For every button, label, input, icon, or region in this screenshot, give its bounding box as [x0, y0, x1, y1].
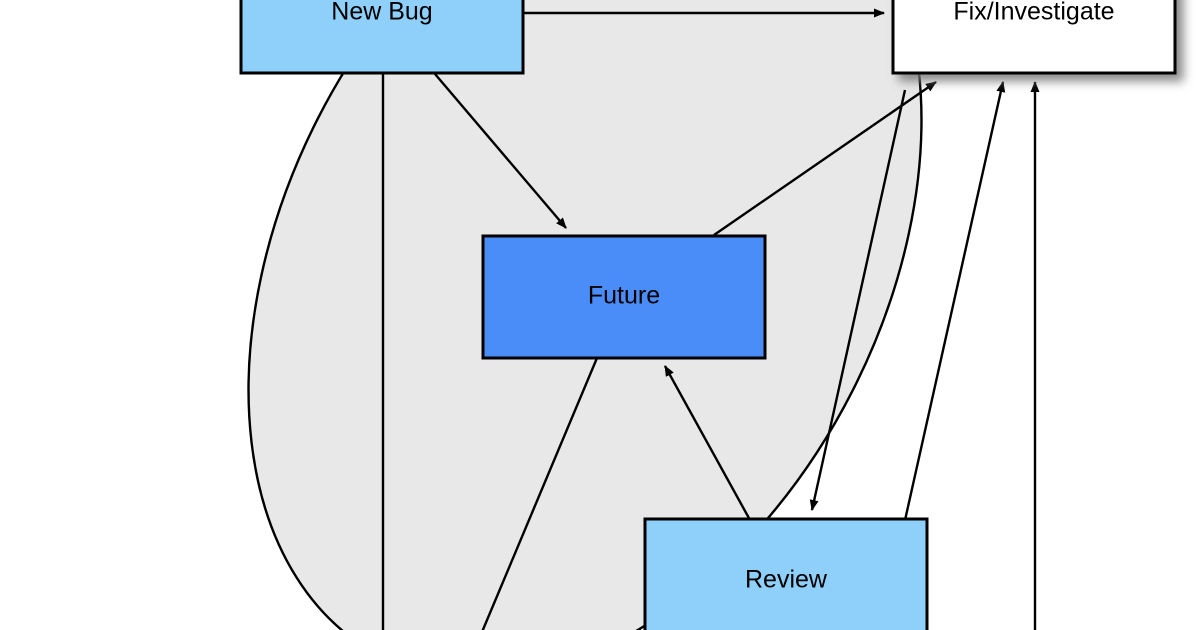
- node-group: Fix/Investigate New Bug Future Review: [239, 0, 1177, 630]
- node-review[interactable]: Review: [643, 517, 929, 630]
- edge-fix-investigate-to-review: [809, 89, 907, 511]
- node-review-rect[interactable]: [643, 517, 929, 630]
- node-future[interactable]: Future: [481, 234, 767, 360]
- node-fix-investigate-rect[interactable]: [891, 0, 1177, 75]
- edge-future-down-offscreen: [481, 357, 599, 630]
- node-future-rect[interactable]: [481, 234, 767, 360]
- edge-new-bug-to-future: [434, 73, 567, 229]
- edge-review-to-future: [663, 365, 752, 521]
- node-new-bug-label: New Bug: [331, 0, 432, 26]
- node-fix-investigate[interactable]: Fix/Investigate: [891, 0, 1177, 75]
- edge-future-to-fix-investigate: [713, 81, 937, 236]
- node-new-bug[interactable]: New Bug: [239, 0, 525, 75]
- node-new-bug-rect[interactable]: [239, 0, 525, 75]
- node-review-label: Review: [745, 566, 828, 594]
- node-future-label: Future: [588, 282, 660, 310]
- node-fix-investigate-label: Fix/Investigate: [953, 0, 1114, 26]
